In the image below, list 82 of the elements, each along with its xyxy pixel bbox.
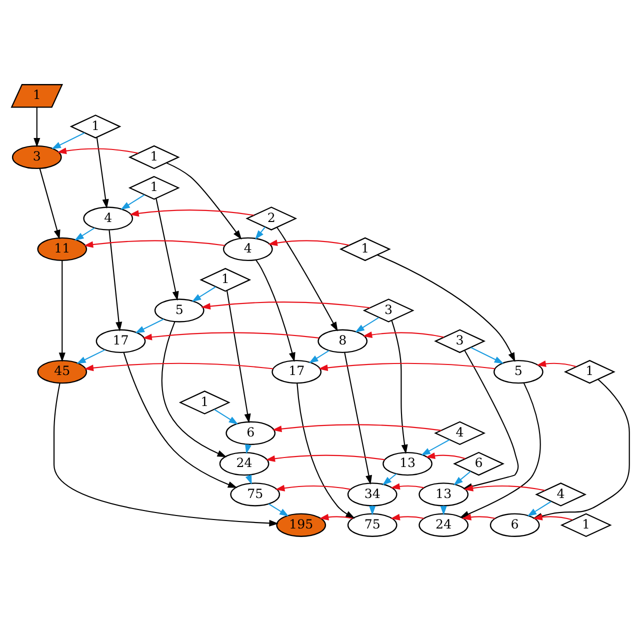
node-diamond: 2 — [246, 206, 298, 230]
arrow — [166, 162, 242, 240]
node-diamond: 6 — [453, 451, 504, 476]
node-ellipse: 11 — [37, 236, 88, 261]
node-diamond: 3 — [362, 298, 414, 322]
arrow — [161, 321, 227, 457]
node-diamond: 3 — [434, 328, 486, 353]
arrow — [74, 226, 95, 240]
arrow — [318, 362, 495, 370]
node-ellipse: 75 — [230, 482, 280, 506]
node-ellipse: 195 — [276, 512, 326, 536]
arrow — [34, 106, 40, 147]
arrow — [129, 209, 254, 216]
arrow — [39, 168, 60, 239]
arrow — [276, 226, 338, 331]
node-ellipse: 6 — [490, 512, 540, 536]
arrow — [268, 239, 350, 246]
arrow — [226, 290, 251, 423]
arrow — [76, 348, 106, 364]
arrow — [354, 316, 380, 332]
arrow — [272, 424, 442, 432]
arrow — [142, 332, 319, 340]
arrow — [214, 408, 238, 424]
arrow — [391, 320, 408, 454]
node-ellipse: 75 — [347, 512, 398, 536]
arrow — [53, 382, 279, 526]
node-diamond: 1 — [339, 236, 391, 261]
node-diamond: 1 — [128, 175, 180, 200]
arrow — [57, 147, 138, 154]
arrow — [108, 230, 122, 331]
arrow — [296, 382, 356, 518]
arrow — [201, 301, 370, 309]
node-diamond: 1 — [560, 512, 612, 537]
node-ellipse: 3 — [12, 144, 62, 169]
node-diamond: 4 — [535, 482, 587, 506]
arrow — [390, 482, 424, 490]
arrow — [275, 484, 350, 491]
arrow — [344, 352, 372, 484]
arrow — [382, 472, 397, 485]
arrow — [84, 362, 274, 371]
node-ellipse: 4 — [83, 206, 134, 230]
node-ellipse: 17 — [272, 359, 322, 384]
arrow — [308, 350, 330, 363]
arrow — [464, 484, 545, 491]
arrow — [192, 286, 216, 302]
arrow — [527, 500, 552, 516]
node-diamond: 1 — [200, 267, 252, 292]
arrow — [135, 318, 164, 333]
node-diamond: 1 — [128, 144, 180, 169]
node-diamond: 4 — [434, 420, 486, 445]
arrow — [84, 240, 225, 248]
arrow — [454, 470, 471, 485]
node-ellipse: 24 — [418, 512, 469, 536]
arrow — [52, 132, 85, 149]
arrow — [120, 194, 145, 210]
arrow — [377, 254, 516, 362]
node-ellipse: 4 — [222, 236, 273, 261]
node-ellipse: 13 — [382, 451, 432, 476]
arrow — [536, 360, 576, 367]
arrow — [58, 260, 66, 362]
arrow — [255, 259, 296, 362]
node-ellipse: 5 — [154, 298, 204, 322]
node-diamond: 1 — [178, 390, 230, 414]
node-ellipse: 5 — [494, 359, 544, 384]
node-ellipse: 8 — [318, 328, 368, 353]
arrow — [362, 331, 444, 338]
arrow — [156, 198, 179, 300]
arrow — [254, 226, 266, 240]
arrow — [268, 502, 289, 516]
arrow — [390, 513, 424, 520]
arrow — [470, 346, 504, 364]
node-ellipse: 45 — [37, 359, 88, 384]
node-ellipse: 17 — [96, 328, 146, 353]
arrow — [266, 454, 385, 462]
arrow — [123, 352, 238, 488]
arrow — [420, 438, 450, 455]
node-diamond: 1 — [564, 359, 616, 384]
arrow — [319, 513, 353, 520]
arrow — [462, 513, 496, 520]
arrow — [96, 136, 109, 208]
node-diamond: 1 — [70, 114, 122, 138]
arrow — [426, 452, 466, 459]
